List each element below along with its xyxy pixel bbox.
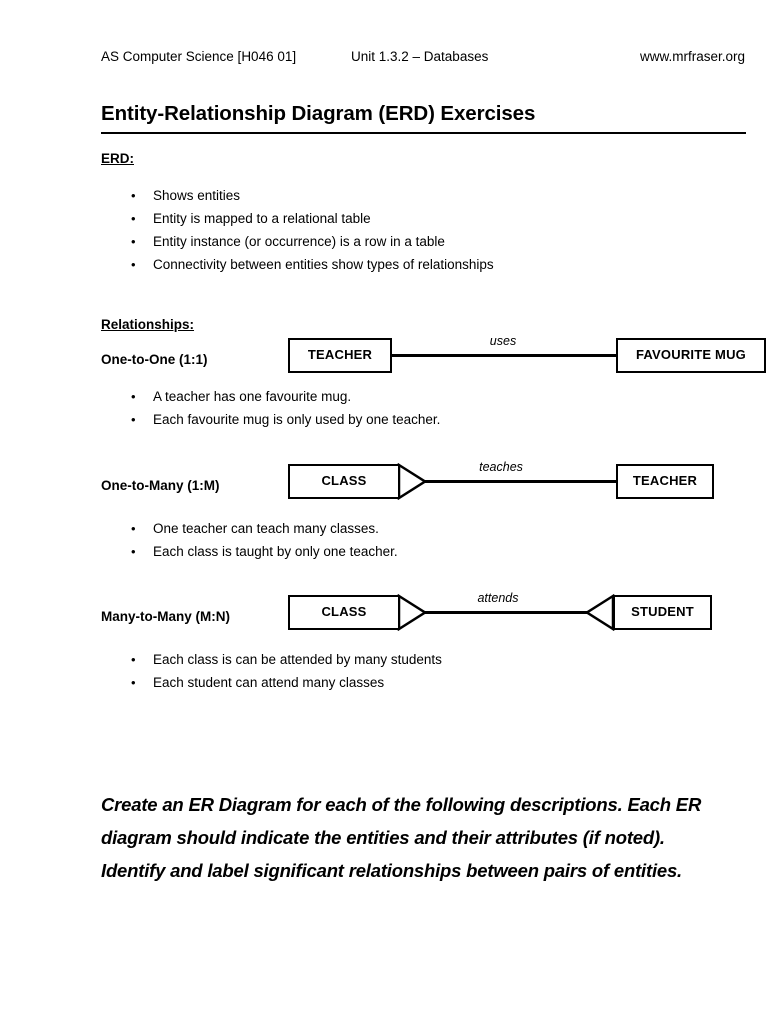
closing-line: Create an ER Diagram for each of the fol…: [101, 794, 702, 815]
list-item-text: Connectivity between entities show types…: [153, 257, 494, 272]
list-item: • Each student can attend many classes: [131, 671, 731, 694]
list-item: • Shows entities: [131, 184, 731, 207]
document-header: AS Computer Science [H046 01] Unit 1.3.2…: [101, 48, 751, 66]
bullet-icon: •: [131, 389, 136, 404]
list-item: • Entity is mapped to a relational table: [131, 207, 731, 230]
entity-box-favourite-mug: FAVOURITE MUG: [616, 338, 766, 373]
one-to-one-bullet-list: • A teacher has one favourite mug. • Eac…: [131, 385, 731, 431]
list-item-text: A teacher has one favourite mug.: [153, 389, 352, 404]
bullet-icon: •: [131, 521, 136, 536]
bullet-icon: •: [131, 211, 136, 226]
header-course-label: AS Computer Science [H046 01]: [101, 49, 297, 64]
entity-box-class: CLASS: [288, 595, 400, 630]
header-website-label: www.mrfraser.org: [639, 49, 745, 64]
closing-line: diagram should indicate the entities and…: [101, 827, 665, 848]
list-item: • Entity instance (or occurrence) is a r…: [131, 230, 731, 253]
relationship-connector-line: [398, 611, 590, 614]
crowfoot-many-icon-left-of-student: [585, 594, 615, 631]
list-item: • Connectivity between entities show typ…: [131, 253, 731, 276]
page-title: Entity-Relationship Diagram (ERD) Exerci…: [101, 102, 536, 125]
relationship-verb-uses: uses: [489, 334, 517, 348]
one-to-many-bullet-list: • One teacher can teach many classes. • …: [131, 517, 731, 563]
relationship-label-many-to-many: Many-to-Many (M:N): [101, 609, 230, 624]
list-item: • Each class is can be attended by many …: [131, 648, 731, 671]
erd-bullet-list: • Shows entities • Entity is mapped to a…: [131, 184, 731, 276]
bullet-icon: •: [131, 234, 136, 249]
relationship-verb-attends: attends: [477, 591, 519, 605]
list-item-text: Each class is taught by only one teacher…: [153, 544, 398, 559]
list-item-text: One teacher can teach many classes.: [153, 521, 379, 536]
list-item: • Each favourite mug is only used by one…: [131, 408, 731, 431]
list-item-text: Entity instance (or occurrence) is a row…: [153, 234, 445, 249]
bullet-icon: •: [131, 675, 136, 690]
closing-line: Identify and label significant relations…: [101, 860, 682, 881]
list-item: • A teacher has one favourite mug.: [131, 385, 731, 408]
closing-instruction-paragraph: Create an ER Diagram for each of the fol…: [101, 788, 761, 887]
bullet-icon: •: [131, 544, 136, 559]
list-item-text: Each favourite mug is only used by one t…: [153, 412, 441, 427]
erd-diagram-many-to-many: CLASS attends STUDENT: [288, 591, 768, 639]
title-divider: [101, 132, 746, 134]
list-item-text: Entity is mapped to a relational table: [153, 211, 371, 226]
erd-diagram-one-to-many: CLASS teaches TEACHER: [288, 460, 768, 508]
list-item-text: Each student can attend many classes: [153, 675, 385, 690]
list-item: • Each class is taught by only one teach…: [131, 540, 731, 563]
entity-box-teacher: TEACHER: [288, 338, 392, 373]
bullet-icon: •: [131, 188, 136, 203]
many-to-many-bullet-list: • Each class is can be attended by many …: [131, 648, 731, 694]
list-item: • One teacher can teach many classes.: [131, 517, 731, 540]
crowfoot-many-icon-right-of-class: [397, 594, 427, 631]
bullet-icon: •: [131, 412, 136, 427]
relationship-label-one-to-many: One-to-Many (1:M): [101, 478, 220, 493]
erd-section-heading: ERD:: [101, 151, 134, 166]
entity-box-student: STUDENT: [613, 595, 712, 630]
relationship-label-one-to-one: One-to-One (1:1): [101, 352, 208, 367]
header-unit-label: Unit 1.3.2 – Databases: [351, 49, 489, 64]
entity-box-class: CLASS: [288, 464, 400, 499]
crowfoot-many-icon-right-of-class: [397, 463, 427, 500]
entity-box-teacher: TEACHER: [616, 464, 714, 499]
list-item-text: Shows entities: [153, 188, 241, 203]
relationship-connector-line: [398, 480, 616, 483]
bullet-icon: •: [131, 652, 136, 667]
relationships-section-heading: Relationships:: [101, 317, 195, 332]
relationship-connector-line: [390, 354, 616, 357]
list-item-text: Each class is can be attended by many st…: [153, 652, 442, 667]
bullet-icon: •: [131, 257, 136, 272]
relationship-verb-teaches: teaches: [479, 460, 523, 474]
erd-diagram-one-to-one: TEACHER uses FAVOURITE MUG: [288, 334, 768, 382]
